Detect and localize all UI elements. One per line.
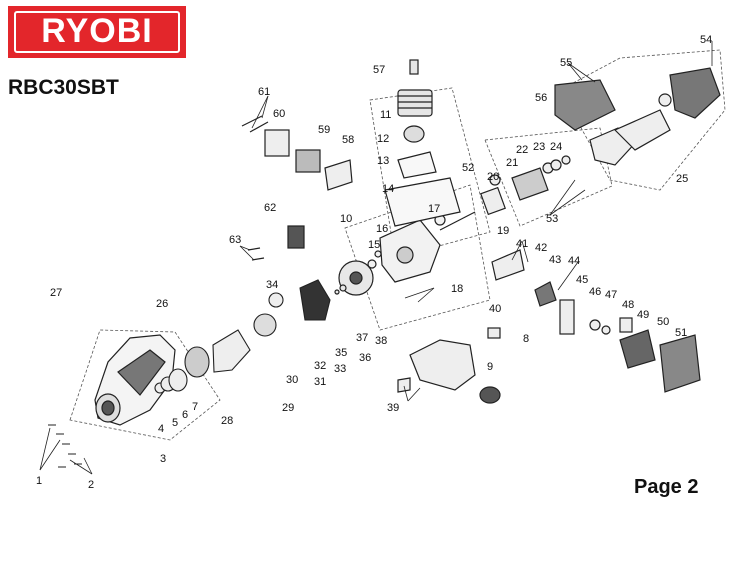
part-label: 57	[373, 64, 385, 76]
part-label: 33	[334, 363, 346, 375]
part-label: 40	[489, 303, 501, 315]
part-label: 34	[266, 279, 278, 291]
part-label: 29	[282, 402, 294, 414]
part-label: 18	[451, 283, 463, 295]
part-number-labels: 1 2 3 4 5 6 7 8 9 10 11 12 13 14 15 16 1…	[36, 34, 712, 491]
part-label: 25	[676, 173, 688, 185]
part-label: 2	[88, 479, 94, 491]
part-label: 6	[182, 409, 188, 421]
part-label: 24	[550, 141, 562, 153]
part-label: 14	[382, 183, 394, 195]
part-label: 58	[342, 134, 354, 146]
part-label: 19	[497, 225, 509, 237]
part-label: 26	[156, 298, 168, 310]
part-label: 16	[376, 223, 388, 235]
page-label: Page 2	[634, 476, 699, 498]
part-label: 17	[428, 203, 440, 215]
model-number: RBC30SBT	[8, 76, 119, 99]
part-label: 30	[286, 374, 298, 386]
part-label: 35	[335, 347, 347, 359]
part-label: 54	[700, 34, 712, 46]
part-label: 63	[229, 234, 241, 246]
part-label: 41	[516, 238, 528, 250]
part-label: 3	[160, 453, 166, 465]
part-label: 50	[657, 316, 669, 328]
starter-parts	[154, 279, 331, 394]
part-label: 13	[377, 155, 389, 167]
part-label: 49	[637, 309, 649, 321]
part-label: 51	[675, 327, 687, 339]
part-label: 32	[314, 360, 326, 372]
fuel-tank-parts	[397, 249, 701, 404]
part-label: 4	[158, 423, 164, 435]
part-label: 12	[377, 133, 389, 145]
part-label: 27	[50, 287, 62, 299]
part-label: 1	[36, 475, 42, 487]
part-label: 7	[192, 401, 198, 413]
logo-text: RYOBI	[41, 12, 153, 50]
clutch-gearbox	[480, 67, 721, 216]
part-label: 61	[258, 86, 270, 98]
part-label: 21	[506, 157, 518, 169]
part-label: 28	[221, 415, 233, 427]
part-label: 43	[549, 254, 561, 266]
engine-housing	[94, 334, 176, 426]
part-label: 39	[387, 402, 399, 414]
part-label: 15	[368, 239, 380, 251]
part-label: 36	[359, 352, 371, 364]
ignition-airfilter	[241, 115, 353, 261]
part-label: 59	[318, 124, 330, 136]
part-label: 42	[535, 242, 547, 254]
screws-1-2	[48, 424, 82, 468]
part-label: 62	[264, 202, 276, 214]
part-label: 8	[523, 333, 529, 345]
clutch-group-outline	[484, 127, 613, 227]
part-label: 44	[568, 255, 580, 267]
part-label: 22	[516, 144, 528, 156]
part-label: 11	[380, 109, 391, 121]
part-label: 37	[356, 332, 368, 344]
part-label: 56	[535, 92, 547, 104]
part-label: 45	[576, 274, 588, 286]
part-label: 20	[487, 171, 499, 183]
part-label: 31	[314, 376, 326, 388]
part-label: 46	[589, 286, 601, 298]
gearbox-group-outline	[559, 49, 726, 191]
part-label: 48	[622, 299, 634, 311]
part-label: 47	[605, 289, 617, 301]
cylinder	[384, 59, 461, 227]
ryobi-logo: RYOBI	[8, 6, 186, 58]
flywheel	[334, 260, 374, 296]
part-label: 52	[462, 162, 474, 174]
part-label: 53	[546, 213, 558, 225]
part-label: 60	[273, 108, 285, 120]
part-label: 38	[375, 335, 387, 347]
part-label: 5	[172, 417, 178, 429]
part-label: 23	[533, 141, 545, 153]
part-label: 55	[560, 57, 572, 69]
leader-lines	[39, 41, 713, 475]
part-label: 9	[487, 361, 493, 373]
part-label: 10	[340, 213, 352, 225]
